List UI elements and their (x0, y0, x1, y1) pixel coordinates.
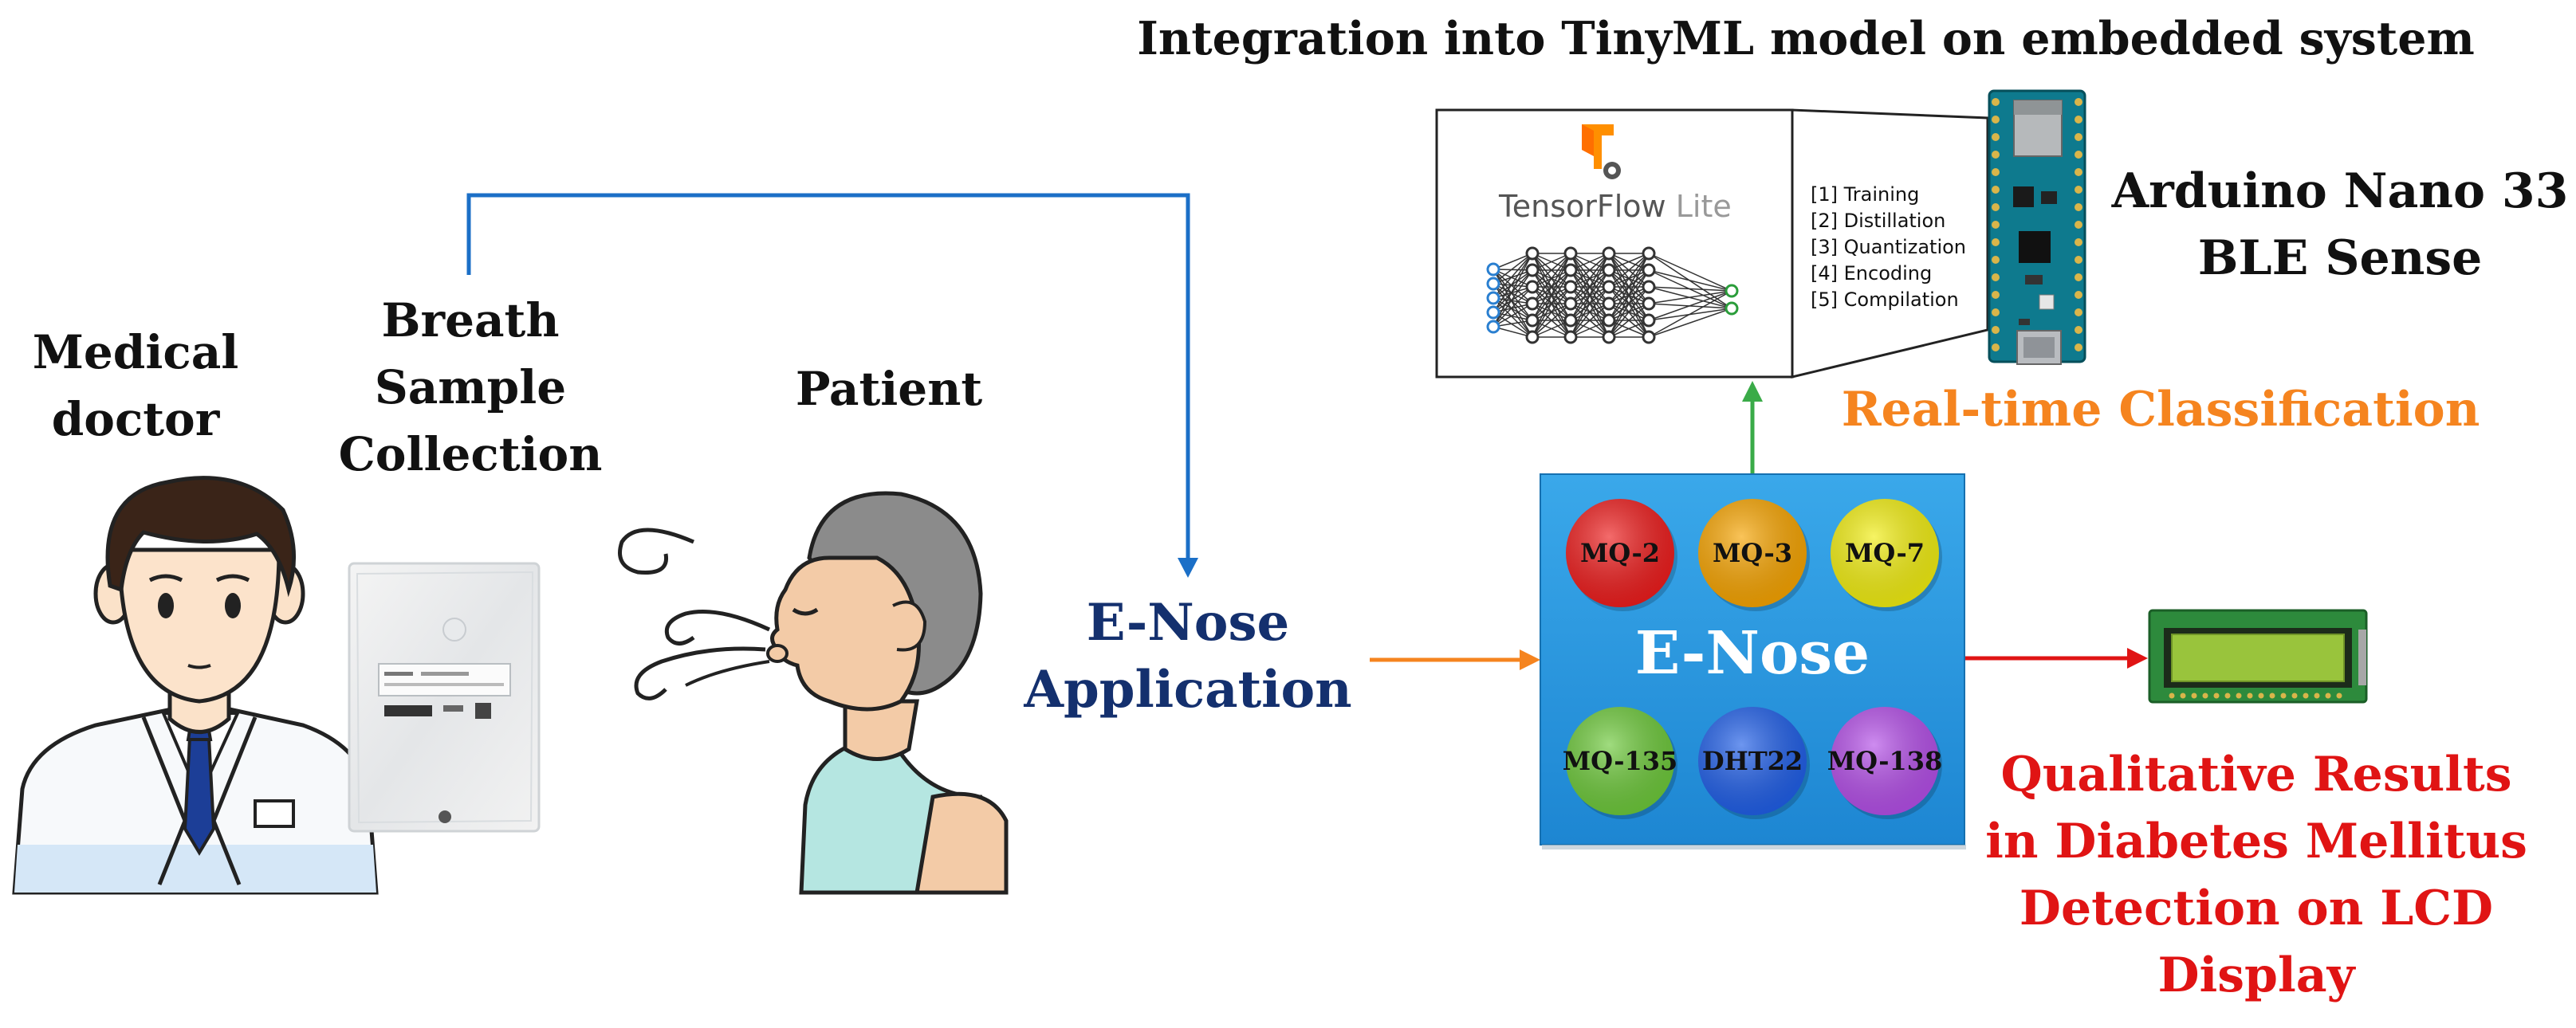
sensor-label: MQ-138 (1827, 746, 1943, 776)
enose-application-label: E-Nose Application (1013, 590, 1363, 724)
result-label-line1: Qualitative Results (2000, 747, 2512, 802)
patient-illustration (618, 491, 1009, 895)
enose-to-tinyml-arrow (1742, 381, 1763, 474)
nn-node (1525, 330, 1540, 344)
sensor-mq-7: MQ-7 (1831, 499, 1942, 611)
arduino-board-image (1988, 89, 2086, 365)
sensor-mq-2: MQ-2 (1566, 499, 1677, 611)
nn-node (1642, 246, 1656, 261)
sensor-label: DHT22 (1702, 746, 1803, 776)
nn-node (1525, 296, 1540, 311)
patient-label: Patient (795, 362, 983, 416)
nn-node (1602, 330, 1616, 344)
nn-node (1525, 246, 1540, 261)
doctor-label: Medical doctor (8, 319, 263, 453)
classification-label: Real-time Classification (1841, 382, 2480, 437)
doctor-illustration (12, 476, 379, 895)
enose-box: MQ-2 MQ-3 MQ-7MQ-135 DHT22 MQ-138 (1540, 473, 1966, 849)
doctor-label-line2: doctor (51, 392, 220, 446)
sample-label-line1: Breath (381, 293, 560, 347)
sensor-label: MQ-2 (1580, 538, 1660, 568)
nn-node (1563, 313, 1578, 328)
nn-node (1486, 277, 1500, 291)
nn-node (1642, 280, 1656, 294)
tflite-step: [5] Compilation (1811, 288, 1959, 311)
tflite-step: [3] Quantization (1811, 236, 1966, 258)
nn-node (1486, 291, 1500, 305)
result-label: Qualitative Results in Diabetes Mellitus… (1945, 741, 2567, 1009)
nn-node (1602, 246, 1616, 261)
arduino-board-label: Arduino Nano 33 BLE Sense (2105, 158, 2575, 292)
enose-title: E-Nose (1635, 619, 1870, 688)
collection-to-app-arrow (466, 193, 1198, 578)
tflite-steps-list: [1] Training [2] Distillation [3] Quantiza… (1811, 183, 1966, 311)
nn-node (1602, 296, 1616, 311)
breath-sample-bag-image (348, 562, 541, 833)
nn-node (1525, 280, 1540, 294)
board-label-line1: Arduino Nano 33 (2111, 163, 2569, 219)
nn-node (1486, 320, 1500, 334)
tflite-step: [4] Encoding (1811, 262, 1932, 284)
app-to-enose-arrow (1370, 649, 1540, 670)
sample-collection-label: Breath Sample Collection (319, 287, 622, 488)
tensorflow-brand-text: TensorFlow Lite (1498, 189, 1732, 224)
nn-node (1486, 305, 1500, 320)
app-label-line1: E-Nose (1086, 593, 1290, 653)
sample-label-line3: Collection (338, 427, 603, 481)
sensor-mq-135: MQ-135 (1563, 707, 1678, 819)
nn-node (1602, 280, 1616, 294)
board-label-line2: BLE Sense (2197, 230, 2483, 286)
doctor-label-line1: Medical (32, 325, 239, 379)
app-label-line2: Application (1024, 660, 1352, 720)
nn-node (1563, 263, 1578, 277)
sensor-label: MQ-135 (1563, 746, 1678, 776)
result-label-line2: in Diabetes Mellitus (1985, 814, 2527, 869)
enose-to-lcd-arrow (1964, 648, 2148, 669)
nn-node (1642, 313, 1656, 328)
tflite-panel (1435, 108, 1989, 379)
sensor-label: MQ-3 (1713, 538, 1792, 568)
nn-node (1602, 263, 1616, 277)
tflite-step: [2] Distillation (1811, 210, 1945, 232)
nn-node (1563, 246, 1578, 261)
nn-node (1642, 330, 1656, 344)
sensor-label: MQ-7 (1845, 538, 1925, 568)
sensor-mq-3: MQ-3 (1698, 499, 1810, 611)
sample-label-line2: Sample (374, 360, 567, 414)
nn-node (1563, 296, 1578, 311)
nn-node (1642, 263, 1656, 277)
nn-node (1725, 301, 1739, 316)
nn-node (1486, 262, 1500, 277)
nn-node (1602, 313, 1616, 328)
nn-node (1563, 330, 1578, 344)
sensor-dht22: DHT22 (1698, 707, 1810, 819)
nn-node (1563, 280, 1578, 294)
sensor-mq-138: MQ-138 (1827, 707, 1943, 819)
neural-network-icon (1486, 246, 1739, 344)
nn-node (1725, 284, 1739, 298)
nn-node (1525, 263, 1540, 277)
tflite-step: [1] Training (1811, 183, 1919, 206)
nn-node (1642, 296, 1656, 311)
result-label-line3: Detection on LCD (2019, 881, 2494, 936)
lcd-display-image (2148, 609, 2368, 704)
tensorflow-logo-icon (1582, 124, 1621, 179)
header-title: Integration into TinyML model on embedde… (1137, 12, 2475, 65)
nn-node (1525, 313, 1540, 328)
result-label-line4: Display (2157, 948, 2355, 1003)
